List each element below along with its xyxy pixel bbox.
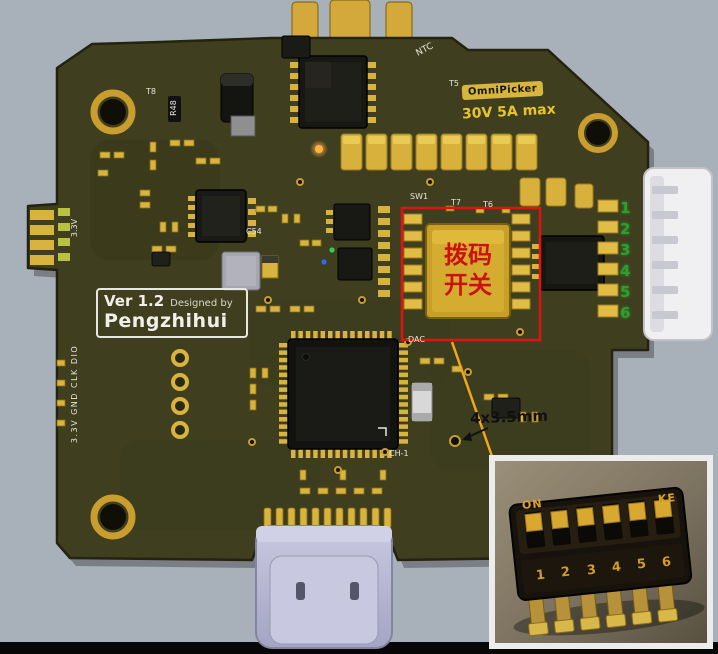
label-t8: T8 (146, 87, 156, 96)
gray-component (221, 251, 279, 291)
label-t6: T6 (483, 200, 493, 209)
inset-ke-label: KE (657, 491, 677, 506)
usb-gold-fingers (263, 507, 392, 529)
dimension-label: 4x3.5mm (469, 406, 549, 428)
connector-pin-number-6: 6 (620, 304, 631, 322)
label-c54: C54 (246, 227, 262, 236)
right-chip (532, 235, 605, 291)
mcu-chip (279, 331, 408, 458)
left-tab-pads (30, 208, 70, 265)
white-side-connector (643, 167, 713, 341)
inset-number-1: 1 (535, 567, 546, 584)
status-leds (310, 140, 335, 265)
top-left-components (168, 73, 256, 137)
dip-pin-feet (528, 608, 679, 637)
label-ch1: CH-1 (389, 449, 409, 458)
mounting-hole (578, 113, 618, 153)
callout-line (450, 341, 496, 463)
label-t5: T5 (449, 79, 459, 88)
red-annotation-box (400, 206, 542, 342)
connector-pin-number-5: 5 (620, 283, 631, 301)
connector-pin-number-2: 2 (620, 220, 631, 238)
dip-sliders (523, 497, 675, 549)
capacitor-bank (340, 133, 594, 209)
version-text: Ver 1.2 (104, 292, 165, 310)
vias (248, 178, 524, 474)
small-dark-chips (151, 251, 521, 419)
label-r48: R48 (168, 100, 178, 116)
usb-c-connector (255, 525, 393, 649)
dimension-arrow (462, 427, 489, 441)
debug-ring-pads (171, 349, 189, 439)
inset-number-2: 2 (560, 564, 571, 581)
crystal-component (411, 382, 433, 422)
label-sw1: SW1 (410, 192, 429, 201)
dip-switch-label-line1: 拨码 (444, 241, 492, 269)
inset-number-6: 6 (661, 554, 672, 571)
connector-pin-number-1: 1 (620, 199, 631, 217)
mid-chips (326, 203, 390, 297)
label-dac: DAC (408, 335, 425, 344)
version-box: Ver 1.2 Designed by Pengzhihui (96, 288, 248, 338)
dip-switch-component (403, 213, 531, 319)
dip-switch-inset (508, 486, 705, 637)
label-debug-pins: 3.3V GND CLK DIO (70, 344, 79, 444)
label-3v3: 3.3V (70, 218, 80, 238)
mounting-hole (90, 89, 136, 135)
inset-number-3: 3 (586, 562, 597, 579)
top-edge-tabs (291, 0, 413, 45)
author-text: Pengzhihui (104, 310, 228, 332)
designed-by-text: Designed by (170, 298, 233, 309)
inset-number-4: 4 (611, 559, 622, 576)
dip-switch-label-line2: 开关 (444, 271, 492, 299)
label-t7: T7 (451, 198, 461, 207)
dip-switch-label: 拨码 开关 (426, 240, 510, 300)
top-center-chip (281, 35, 376, 129)
left-regulator-chip (188, 189, 256, 243)
connector-pin-number-3: 3 (620, 241, 631, 259)
inset-number-5: 5 (636, 556, 647, 573)
mounting-hole (90, 494, 136, 540)
connector-pads (597, 199, 619, 318)
inset-on-label: ON (521, 496, 544, 513)
connector-pin-number-4: 4 (620, 262, 631, 280)
